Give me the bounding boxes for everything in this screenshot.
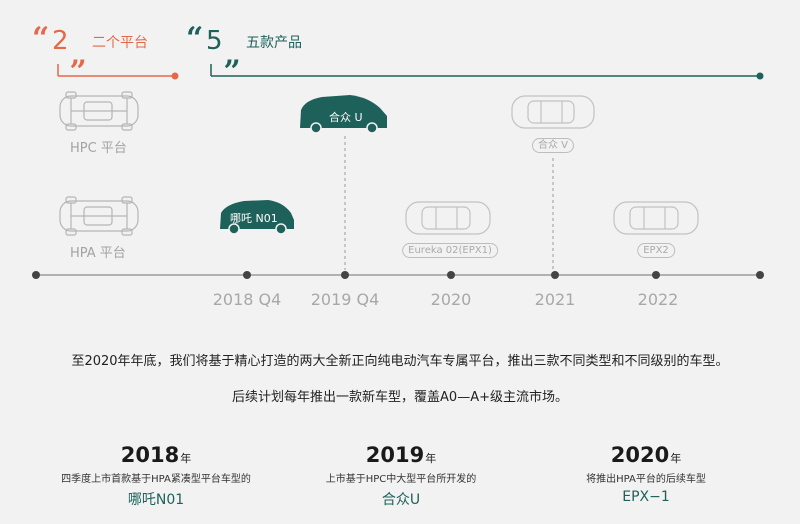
timeline-diagram xyxy=(35,64,764,276)
hozon-u-car-icon xyxy=(300,95,387,134)
badge-number: 2 xyxy=(52,26,69,56)
milestone-year-number: 2018 xyxy=(120,443,180,467)
neta-n01-car-icon xyxy=(220,200,294,235)
badge-number: 5 xyxy=(206,26,223,56)
badge-label: 二个平台 xyxy=(92,35,148,51)
platforms-bracket xyxy=(57,64,179,80)
milestone-year-number: 2019 xyxy=(365,443,425,467)
close-quote-icon: „ xyxy=(70,37,88,72)
milestone-desc: 上市基于HPC中大型平台所开发的 xyxy=(325,474,477,485)
model-label-neta-n01: 哪吒 N01 xyxy=(230,212,278,225)
milestone-desc: 将推出HPA平台的后续车型 xyxy=(586,474,706,485)
milestone-model: 合众U xyxy=(381,492,421,508)
milestone-year: 2020年 xyxy=(611,443,681,467)
timeline-dot xyxy=(243,271,251,279)
timeline-label: 2021 xyxy=(534,290,576,309)
hozon-v-car-icon xyxy=(511,95,595,129)
timeline-dot xyxy=(756,271,764,279)
milestone-year: 2019年 xyxy=(366,443,436,467)
open-quote-icon: “ xyxy=(32,21,50,56)
model-label-epx2: EPX2 xyxy=(637,243,675,258)
model-label-hozon-v: 合众 V xyxy=(531,138,575,153)
timeline-label: 2020 xyxy=(430,290,472,309)
timeline-label: 2022 xyxy=(637,290,679,309)
epx2-car-icon xyxy=(613,201,699,235)
timeline-label: 2019 Q4 xyxy=(310,290,380,309)
timeline-dot xyxy=(551,271,559,279)
milestone-year-suffix: 年 xyxy=(180,452,192,465)
timeline-dot xyxy=(447,271,455,279)
milestone-desc: 四季度上市首款基于HPA紧凑型平台车型的 xyxy=(61,474,251,485)
model-label-eureka: Eureka 02(EPX1) xyxy=(402,243,498,258)
badge-label: 五款产品 xyxy=(246,35,302,51)
milestone-model: 哪吒N01 xyxy=(127,492,185,508)
hpc-chassis-icon xyxy=(59,91,139,131)
timeline-dot xyxy=(652,271,660,279)
milestone-year-suffix: 年 xyxy=(425,452,437,465)
open-quote-icon: “ xyxy=(186,21,204,56)
products-bracket xyxy=(210,64,764,80)
platform-label-hpa: HPA 平台 xyxy=(70,246,126,261)
eureka-car-icon xyxy=(405,201,491,235)
summary-line: 至2020年年底，我们将基于精心打造的两大全新正向纯电动汽车专属平台，推出三款不… xyxy=(71,354,729,369)
hpa-chassis-icon xyxy=(59,196,139,236)
milestone-model: EPX−1 xyxy=(622,489,670,505)
milestone-year-number: 2020 xyxy=(610,443,670,467)
model-label-hozon-u: 合众 U xyxy=(329,111,363,124)
platform-label-hpc: HPC 平台 xyxy=(70,141,127,156)
timeline-label: 2018 Q4 xyxy=(212,290,282,309)
milestone-year-suffix: 年 xyxy=(670,452,682,465)
summary-line: 后续计划每年推出一款新车型，覆盖A0—A+级主流市场。 xyxy=(232,390,568,405)
close-quote-icon: „ xyxy=(224,37,242,72)
timeline-dot xyxy=(32,271,40,279)
milestone-year: 2018年 xyxy=(121,443,191,467)
timeline-dot xyxy=(341,271,349,279)
